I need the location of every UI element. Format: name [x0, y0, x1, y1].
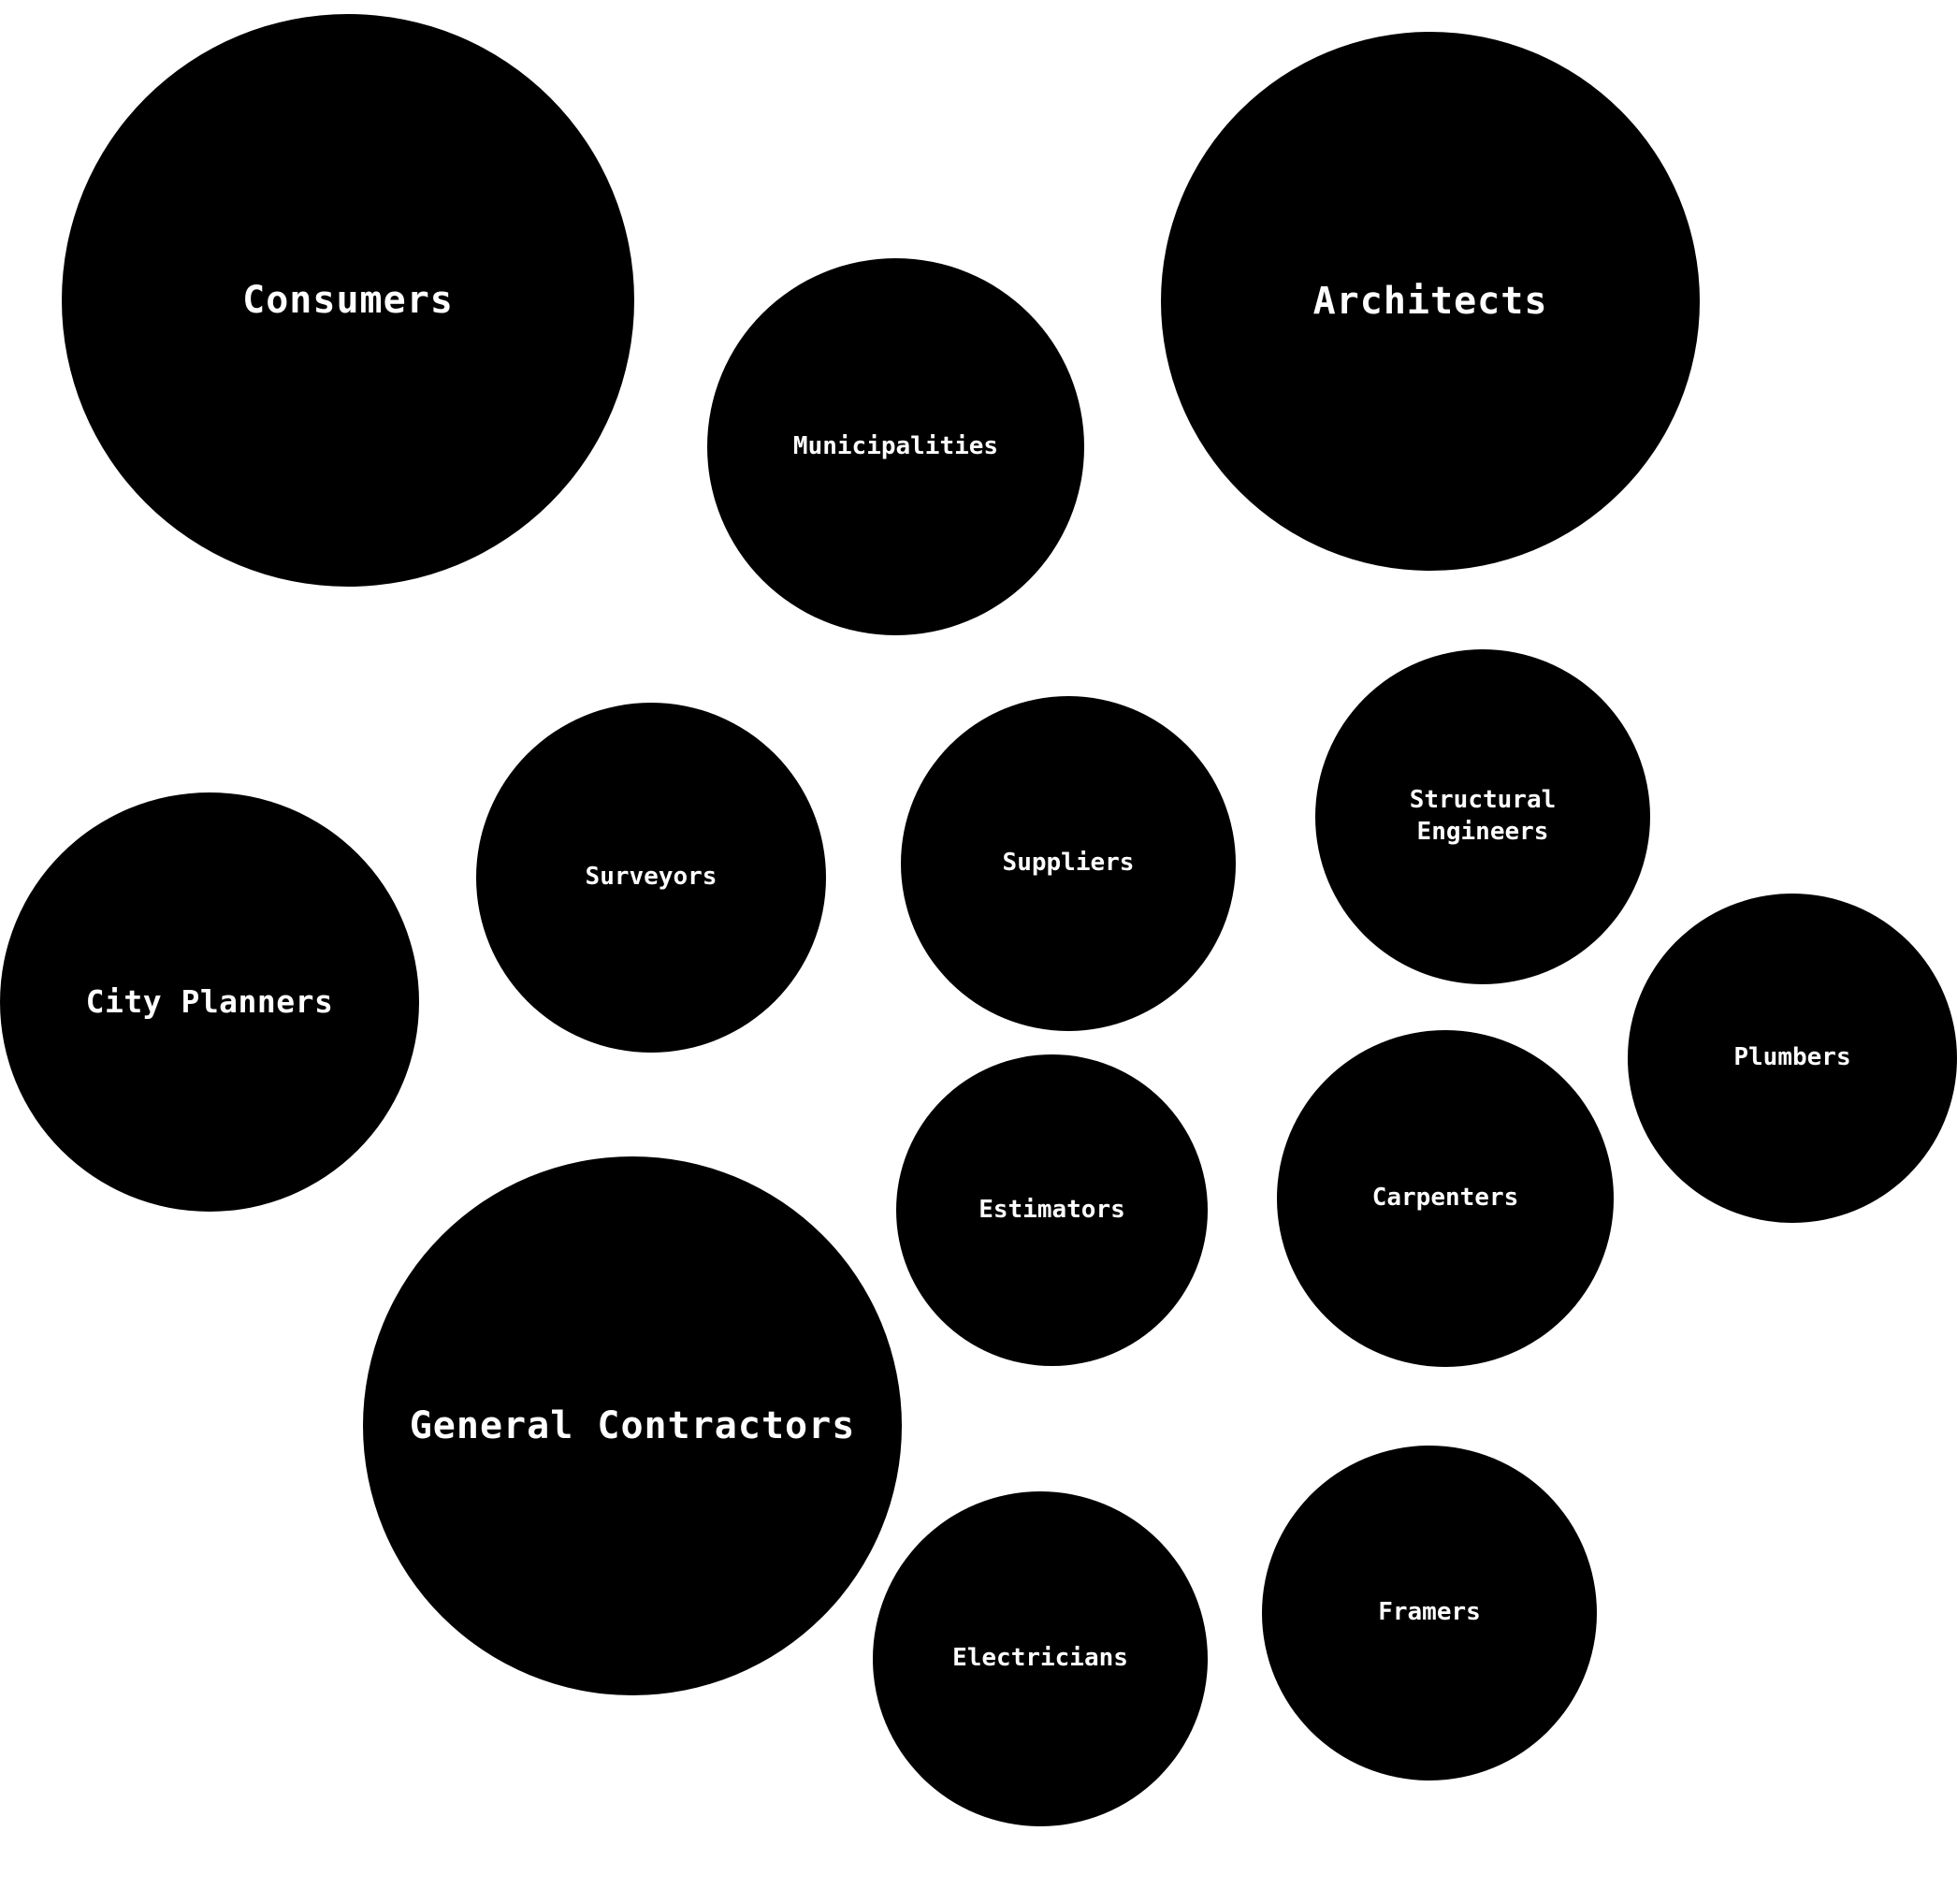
bubble-label-consumers: Consumers — [242, 279, 454, 322]
bubble-consumers[interactable]: Consumers — [62, 14, 634, 587]
bubble-label-city-planners: City Planners — [85, 982, 334, 1020]
bubble-estimators[interactable]: Estimators — [896, 1054, 1208, 1366]
bubble-label-surveyors: Surveyors — [585, 863, 718, 892]
bubble-structural-engineers[interactable]: Structural Engineers — [1315, 649, 1650, 984]
bubble-surveyors[interactable]: Surveyors — [476, 703, 826, 1053]
bubble-general-contractors[interactable]: General Contractors — [363, 1156, 902, 1695]
bubble-city-planners[interactable]: City Planners — [0, 792, 419, 1212]
bubble-label-suppliers: Suppliers — [1002, 849, 1135, 878]
bubble-label-estimators: Estimators — [978, 1195, 1125, 1224]
bubble-label-framers: Framers — [1378, 1598, 1481, 1627]
bubble-label-municipalities: Municipalities — [792, 431, 999, 460]
bubble-suppliers[interactable]: Suppliers — [901, 696, 1236, 1031]
bubble-label-plumbers: Plumbers — [1733, 1043, 1851, 1072]
bubble-label-electricians: Electricians — [952, 1644, 1128, 1673]
bubble-label-carpenters: Carpenters — [1371, 1184, 1519, 1213]
bubble-label-general-contractors: General Contractors — [409, 1404, 856, 1447]
bubble-label-architects: Architects — [1312, 280, 1548, 323]
bubble-municipalities[interactable]: Municipalities — [707, 258, 1084, 635]
bubble-label-structural-engineers: Structural Engineers — [1409, 786, 1557, 846]
bubble-plumbers[interactable]: Plumbers — [1628, 894, 1957, 1223]
bubble-framers[interactable]: Framers — [1262, 1446, 1597, 1780]
bubble-architects[interactable]: Architects — [1161, 32, 1700, 571]
bubble-carpenters[interactable]: Carpenters — [1277, 1030, 1614, 1367]
bubble-electricians[interactable]: Electricians — [873, 1491, 1208, 1826]
